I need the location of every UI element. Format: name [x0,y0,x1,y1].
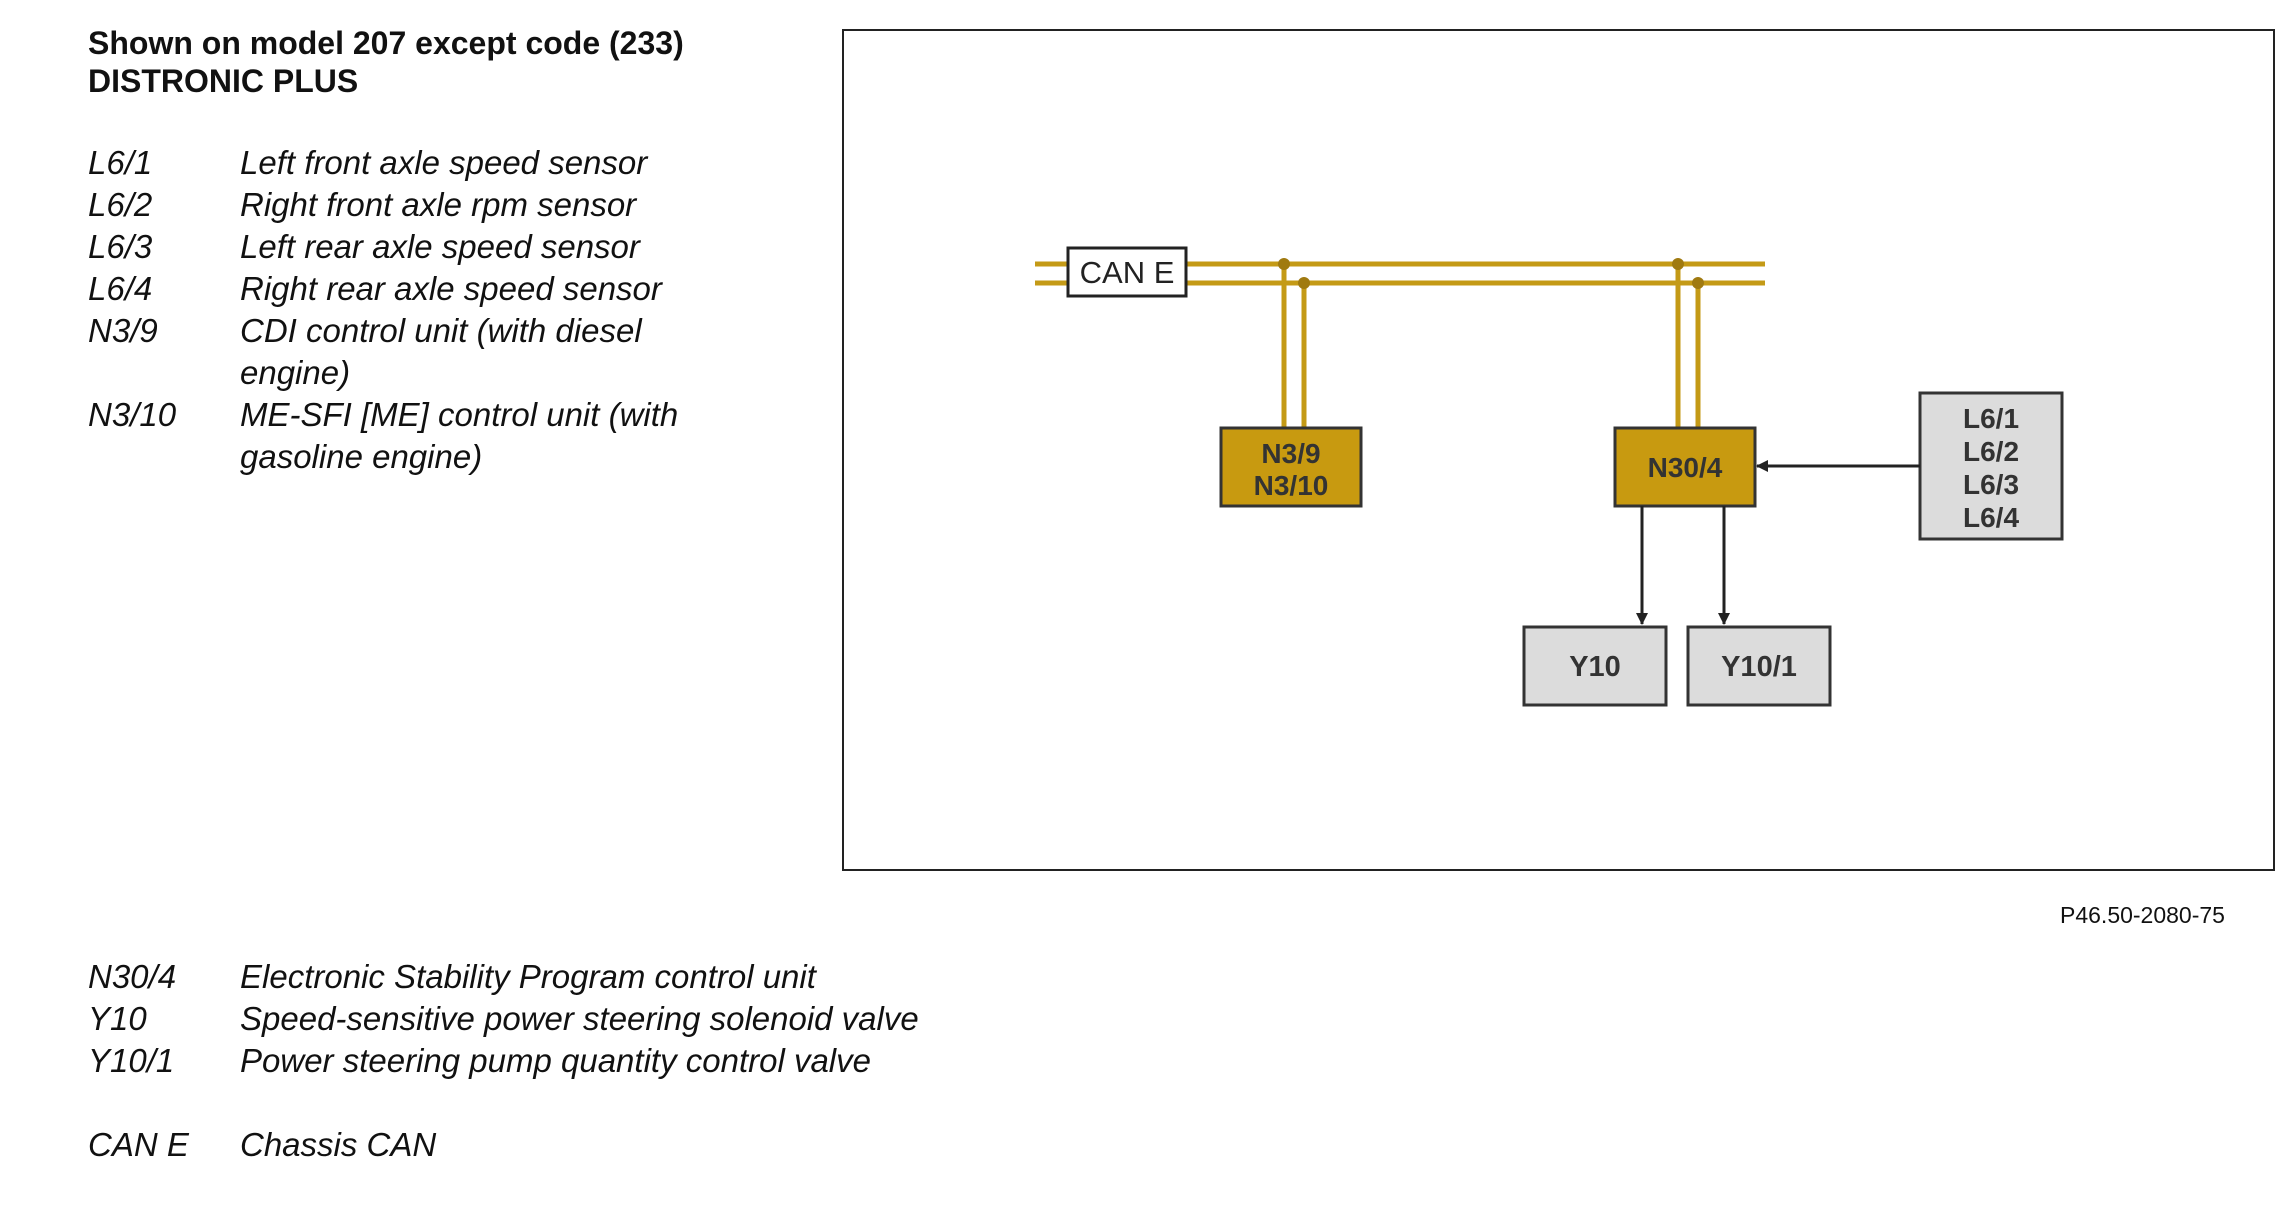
engine-unit-label-2: N3/10 [1254,470,1329,501]
legend-row: Y10 Speed-sensitive power steering soleno… [88,998,1140,1040]
legend-row: N30/4 Electronic Stability Program contro… [88,956,1140,998]
esp-unit-label: N30/4 [1648,452,1723,483]
legend-code: N3/10 [88,396,177,433]
solenoid-valve-y10: Y10 [1522,625,1668,707]
legend-row: CAN E Chassis CAN [88,1124,760,1166]
sensor-label: L6/4 [1963,502,2019,533]
heading-system: DISTRONIC PLUS [88,63,359,99]
legend-desc: CDI control unit (with diesel engine) [240,312,642,391]
legend-desc: Chassis CAN [240,1126,437,1163]
legend-code: N3/9 [88,312,158,349]
legend-can: CAN E Chassis CAN [88,1124,760,1166]
legend-row: L6/2 Right front axle rpm sensor [88,184,760,226]
figure-id: P46.50-2080-75 [2060,902,2225,928]
legend-row: Y10/1 Power steering pump quantity contro… [88,1040,1140,1082]
diagram-frame [842,29,2275,871]
legend-code: Y10 [88,1000,147,1037]
sensor-label: L6/3 [1963,469,2019,500]
engine-unit-can-connection [1278,258,1310,428]
esp-control-unit: N30/4 [1613,426,1757,508]
sensor-label: L6/2 [1963,436,2019,467]
legend-desc: Left rear axle speed sensor [240,228,640,265]
esp-unit-can-connection [1672,258,1704,428]
legend-code: N30/4 [88,958,177,995]
legend-desc: Right rear axle speed sensor [240,270,662,307]
legend-desc: Left front axle speed sensor [240,144,648,181]
legend-row: L6/3 Left rear axle speed sensor [88,226,760,268]
legend-desc: Right front axle rpm sensor [240,186,637,223]
legend-bottom: N30/4 Electronic Stability Program contro… [88,956,1140,1082]
engine-control-unit: N3/9 N3/10 [1219,426,1363,508]
legend-code: Y10/1 [88,1042,175,1079]
valve-y10-1-label: Y10/1 [1721,651,1797,683]
legend-desc: Electronic Stability Program control uni… [240,958,816,995]
legend-code: L6/4 [88,270,153,307]
can-e-label: CAN E [1080,255,1175,290]
heading-model: Shown on model 207 except code (233) [88,25,684,61]
legend-row: N3/10 ME-SFI [ME] control unit (with gaso… [88,394,760,478]
quantity-control-valve-y10-1: Y10/1 [1686,625,1832,707]
legend-row: L6/1 Left front axle speed sensor [88,142,760,184]
legend-code: L6/3 [88,228,153,265]
sensor-label: L6/1 [1963,403,2019,434]
heading: Shown on model 207 except code (233) DIS… [88,24,684,100]
engine-unit-label-1: N3/9 [1261,438,1320,469]
valve-y10-label: Y10 [1569,651,1621,683]
legend-code: CAN E [88,1126,189,1163]
can-e-label-box: CAN E [1066,246,1188,298]
legend-desc: Speed-sensitive power steering solenoid … [240,1000,919,1037]
legend-code: L6/1 [88,144,153,181]
legend-desc: Power steering pump quantity control val… [240,1042,871,1079]
legend-row: L6/4 Right rear axle speed sensor [88,268,760,310]
legend-desc: ME-SFI [ME] control unit (with gasoline … [240,396,679,475]
speed-sensors-box: L6/1 L6/2 L6/3 L6/4 [1918,391,2064,541]
legend-row: N3/9 CDI control unit (with diesel engine… [88,310,760,394]
legend-code: L6/2 [88,186,153,223]
